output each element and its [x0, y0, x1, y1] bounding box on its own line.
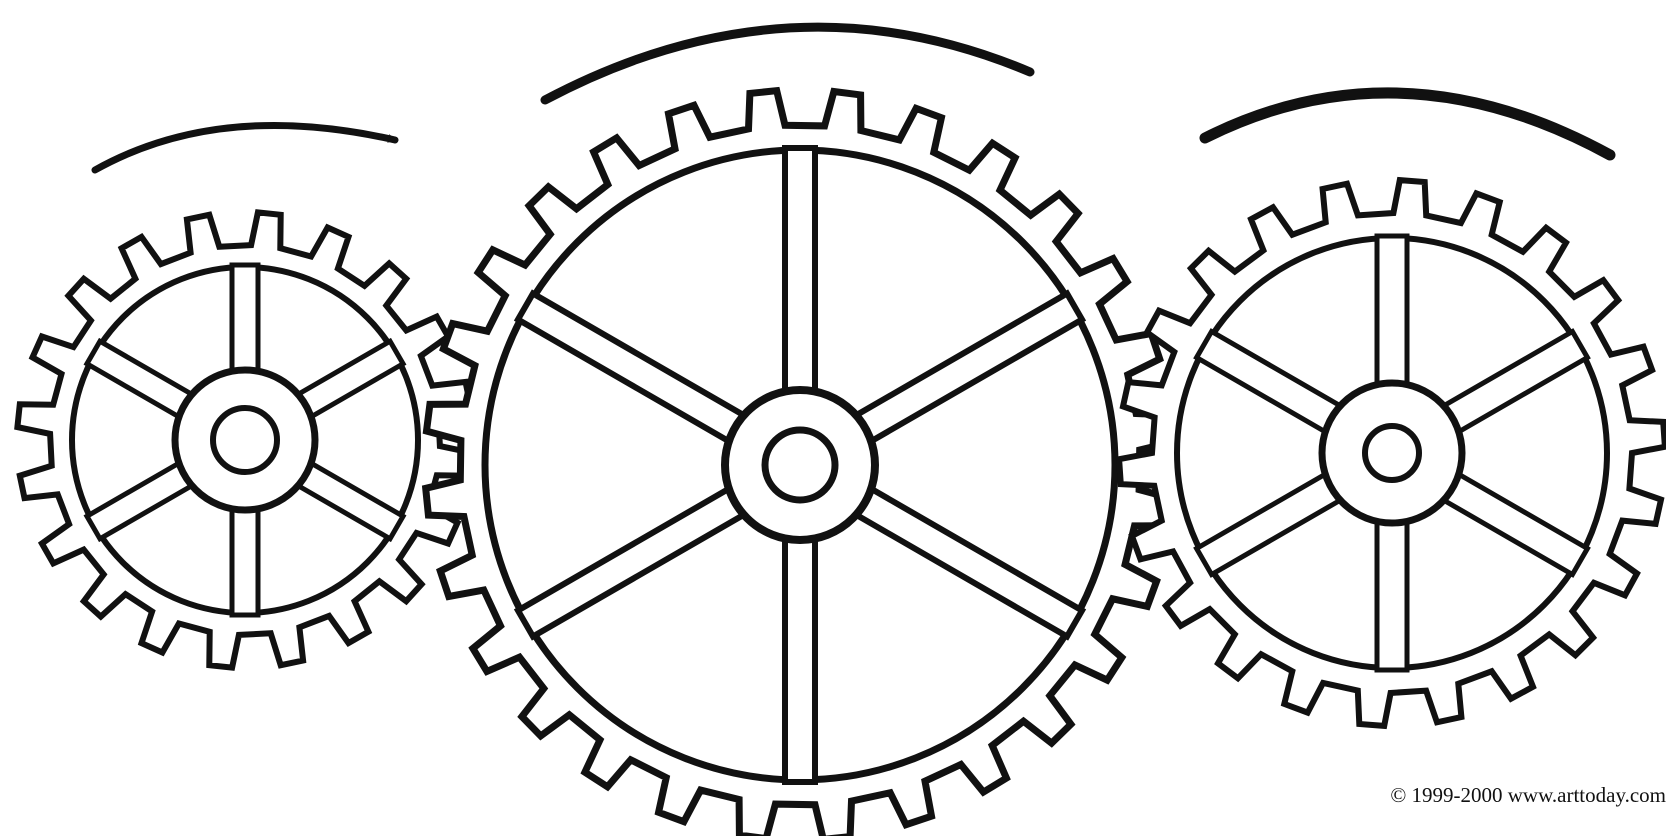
gear-axle-hole: [1365, 426, 1419, 480]
gear-right: [1119, 180, 1665, 726]
gear-spoke: [232, 506, 258, 615]
gear-left: [17, 212, 472, 667]
gear-axle-hole: [213, 408, 277, 472]
arrow-left-clockwise-icon: [95, 125, 395, 170]
gear-spoke: [785, 536, 815, 782]
arrow-center-counterclockwise-icon: [545, 27, 1030, 100]
gear-axle-hole: [765, 430, 835, 500]
arrow-right-clockwise-icon: [1205, 93, 1610, 155]
gear-spoke: [1377, 519, 1407, 670]
gear-center: [426, 91, 1175, 836]
gear-spoke: [785, 148, 815, 394]
copyright-credit: © 1999-2000 www.arttoday.com: [1390, 783, 1666, 808]
gear-spoke: [1377, 236, 1407, 387]
gear-spoke: [232, 265, 258, 374]
